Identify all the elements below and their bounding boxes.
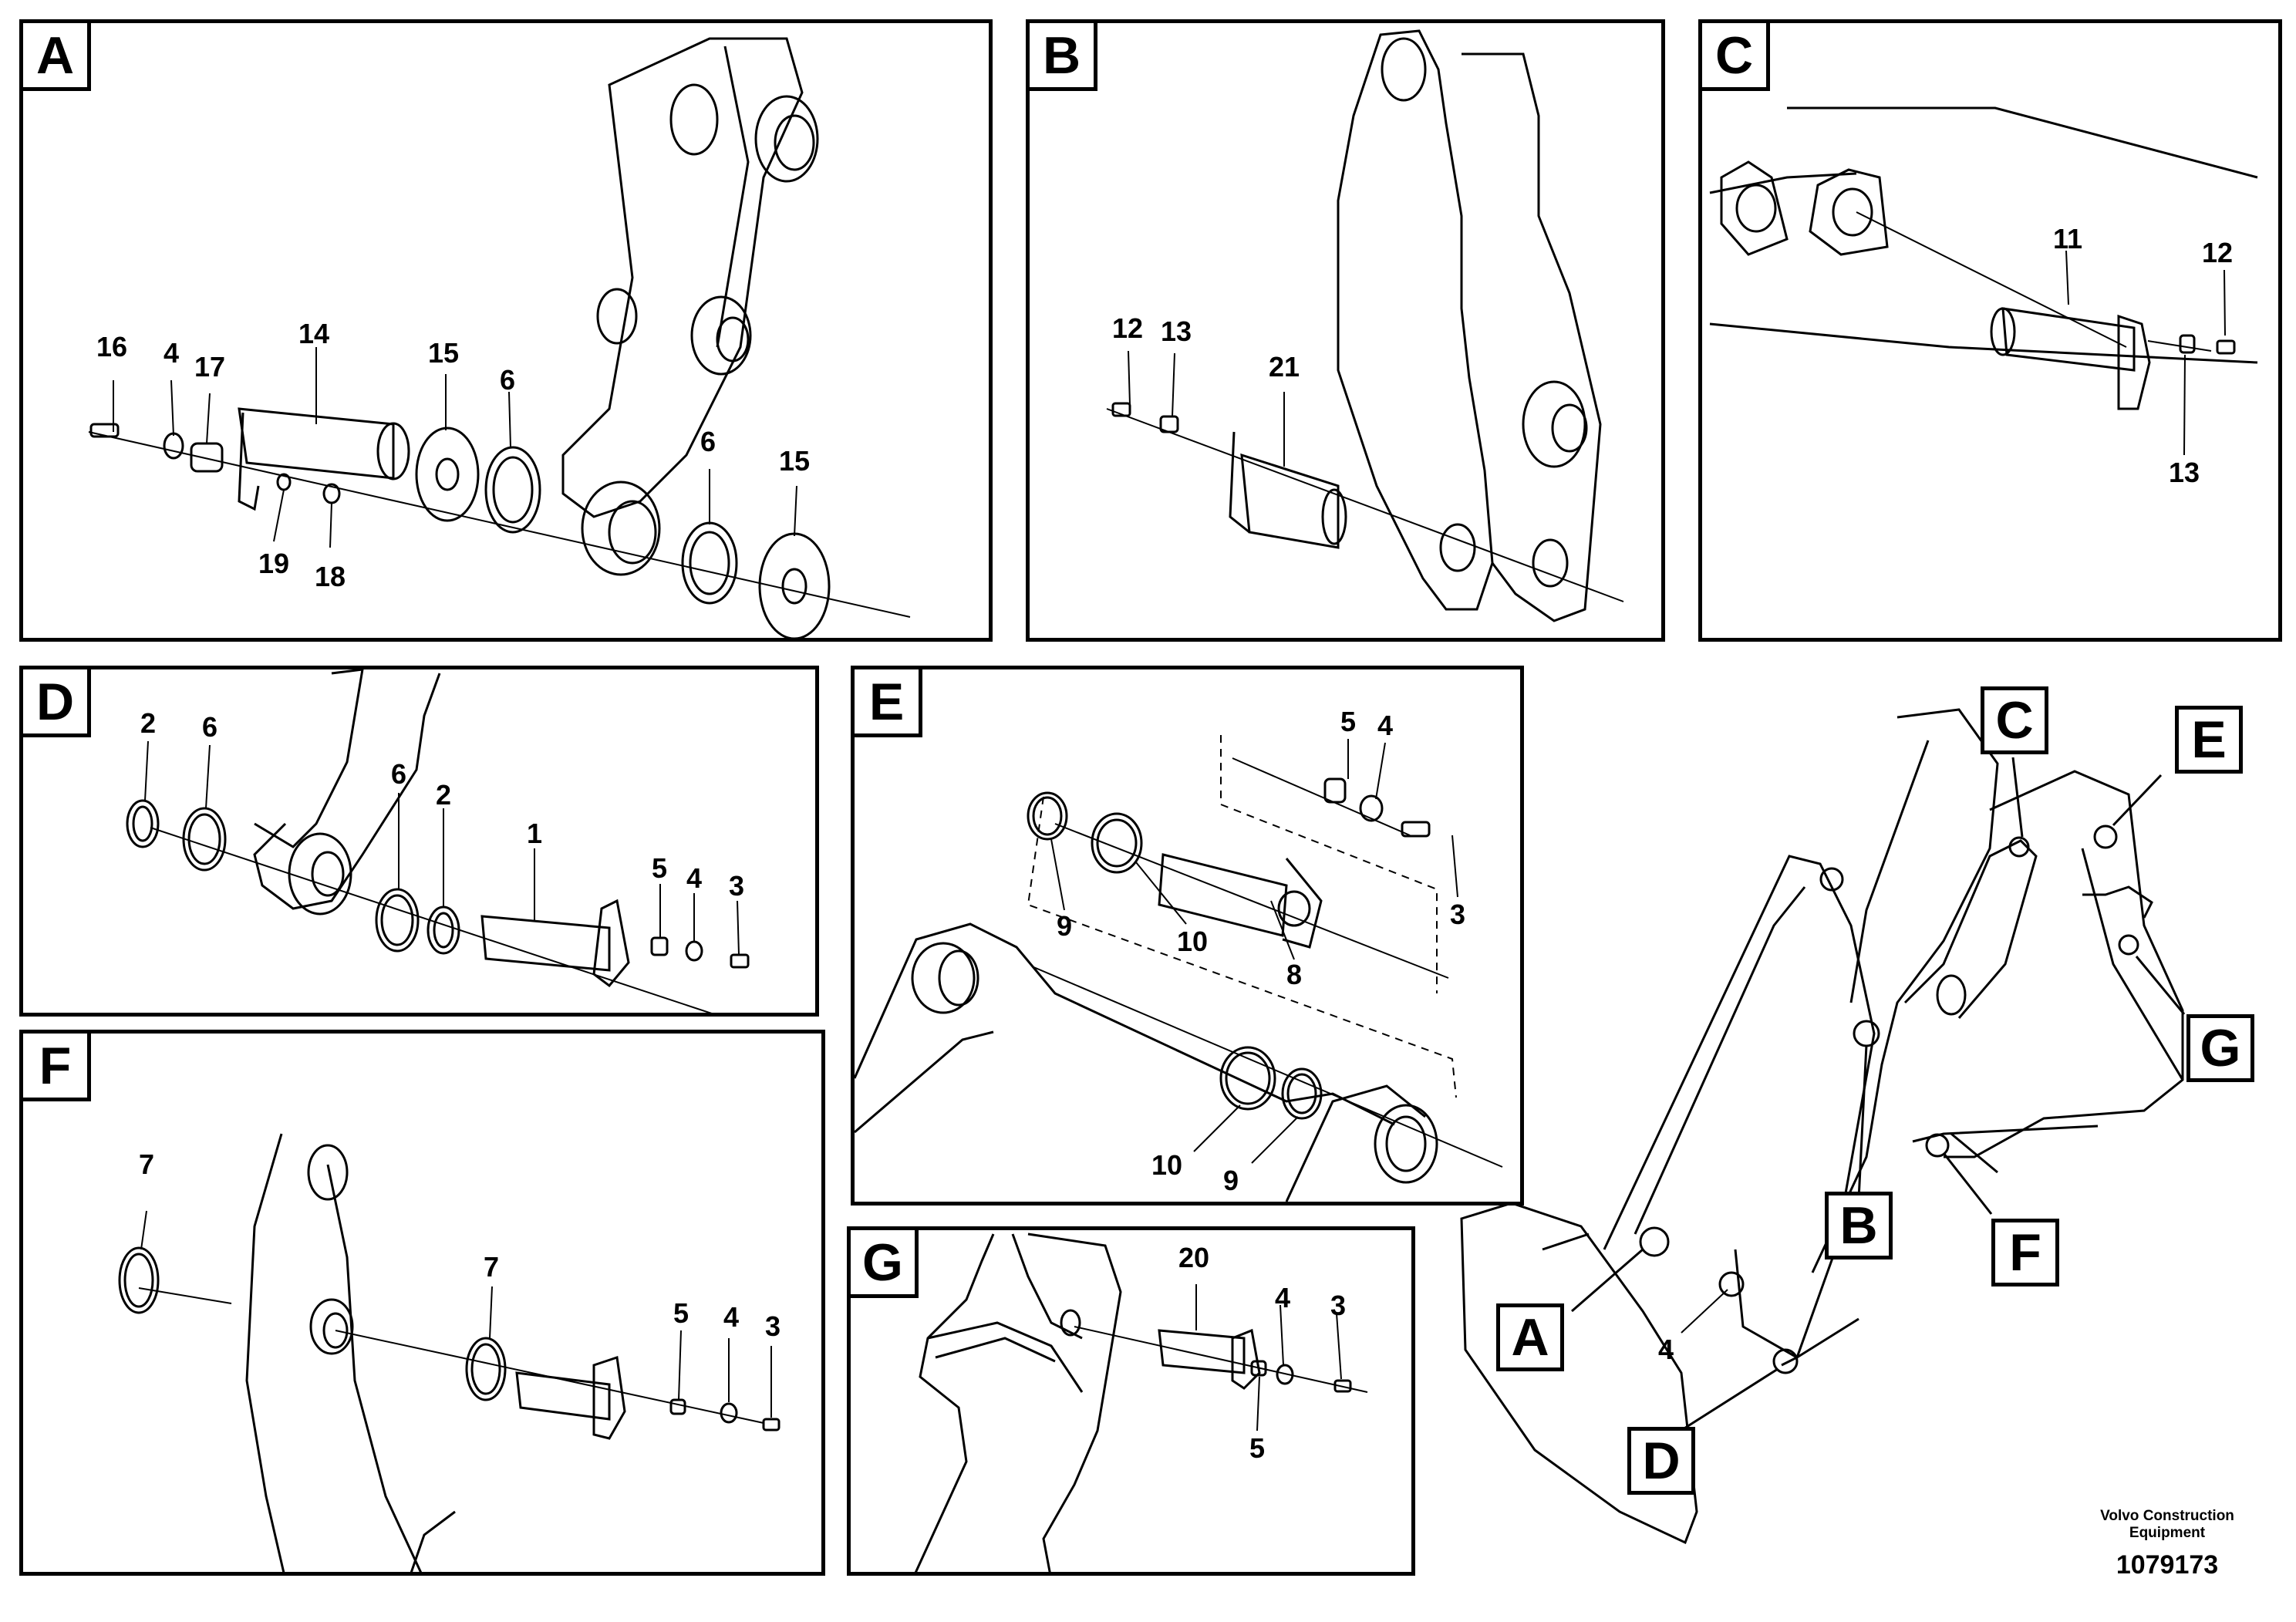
- panel-e-tag: E: [855, 669, 922, 737]
- panel-c-tag: C: [1702, 23, 1770, 91]
- panel-d: D 2 6 6 2 1 5 4 3: [19, 666, 819, 1017]
- drawing-number: 1079173: [2116, 1550, 2219, 1580]
- brand-caption: Volvo Construction Equipment: [2082, 1508, 2252, 1542]
- label-14: 14: [298, 318, 330, 349]
- panel-f: F 7 7 5 4 3: [19, 1030, 825, 1576]
- brand-line-1: Volvo Construction: [2100, 1508, 2234, 1524]
- label-17: 17: [194, 351, 226, 383]
- label-8: 8: [1286, 959, 1303, 990]
- label-4: 4: [723, 1301, 740, 1333]
- label-3: 3: [1450, 899, 1466, 930]
- label-3: 3: [729, 870, 745, 902]
- label-12: 12: [2202, 237, 2234, 268]
- label-12: 12: [1112, 312, 1144, 344]
- panel-g: G 20 4 3 5: [847, 1226, 1415, 1576]
- panel-f-tag: F: [23, 1034, 91, 1101]
- label-6: 6: [202, 711, 218, 743]
- callout-g: G: [2186, 1014, 2254, 1082]
- panel-g-drawing: [914, 1233, 1368, 1572]
- label-9: 9: [1223, 1165, 1239, 1196]
- callout-c: C: [1981, 686, 2048, 754]
- panel-d-drawing: [126, 669, 750, 1013]
- label-6: 6: [700, 426, 716, 457]
- label-3: 3: [765, 1310, 781, 1342]
- callout-b: B: [1825, 1192, 1893, 1259]
- panel-c: C 11 12 13: [1698, 19, 2282, 642]
- label-4: 4: [686, 862, 703, 894]
- panel-c-drawing: [1709, 106, 2258, 456]
- label-15: 15: [428, 337, 460, 369]
- label-21: 21: [1269, 351, 1300, 383]
- label-16: 16: [96, 331, 128, 363]
- label-4: 4: [1377, 710, 1394, 741]
- label-7: 7: [484, 1251, 500, 1283]
- callout-d: D: [1627, 1427, 1695, 1495]
- panel-a-drawing: [88, 37, 911, 638]
- label-4: 4: [164, 337, 180, 369]
- panel-b-drawing: [1106, 29, 1624, 622]
- label-10: 10: [1177, 926, 1209, 957]
- brand-line-2: Equipment: [2129, 1525, 2206, 1541]
- panel-a-tag: A: [23, 23, 91, 91]
- label-4: 4: [1275, 1282, 1291, 1313]
- label-3: 3: [1330, 1290, 1347, 1321]
- panel-b-tag: B: [1030, 23, 1097, 91]
- overview-label-4: 4: [1658, 1334, 1674, 1365]
- panel-g-tag: G: [851, 1230, 919, 1298]
- label-19: 19: [258, 548, 290, 579]
- label-6: 6: [500, 364, 516, 396]
- panel-b: B 12 13 21: [1026, 19, 1665, 642]
- label-7: 7: [139, 1148, 155, 1180]
- label-10: 10: [1151, 1149, 1183, 1181]
- callout-f: F: [1991, 1219, 2059, 1286]
- callout-a: A: [1496, 1303, 1564, 1371]
- panel-e-drawing: [855, 735, 1503, 1202]
- label-18: 18: [315, 561, 346, 592]
- label-11: 11: [2053, 223, 2083, 255]
- label-20: 20: [1178, 1242, 1210, 1273]
- label-5: 5: [652, 852, 668, 884]
- label-6: 6: [391, 758, 407, 790]
- label-15: 15: [779, 445, 811, 477]
- panel-e: E 5 4 3 9 10 8 10 9: [851, 666, 1524, 1206]
- label-1: 1: [527, 818, 543, 849]
- panel-f-drawing: [118, 1133, 781, 1572]
- label-5: 5: [673, 1297, 689, 1329]
- label-2: 2: [140, 707, 157, 739]
- label-2: 2: [436, 779, 452, 811]
- label-5: 5: [1340, 706, 1357, 737]
- label-9: 9: [1057, 910, 1073, 942]
- label-13: 13: [1161, 315, 1192, 347]
- label-5: 5: [1249, 1432, 1266, 1464]
- panel-a: A 16 4 17 14 15 6: [19, 19, 993, 642]
- panel-d-tag: D: [23, 669, 91, 737]
- label-13: 13: [2169, 457, 2200, 488]
- callout-e: E: [2175, 706, 2243, 774]
